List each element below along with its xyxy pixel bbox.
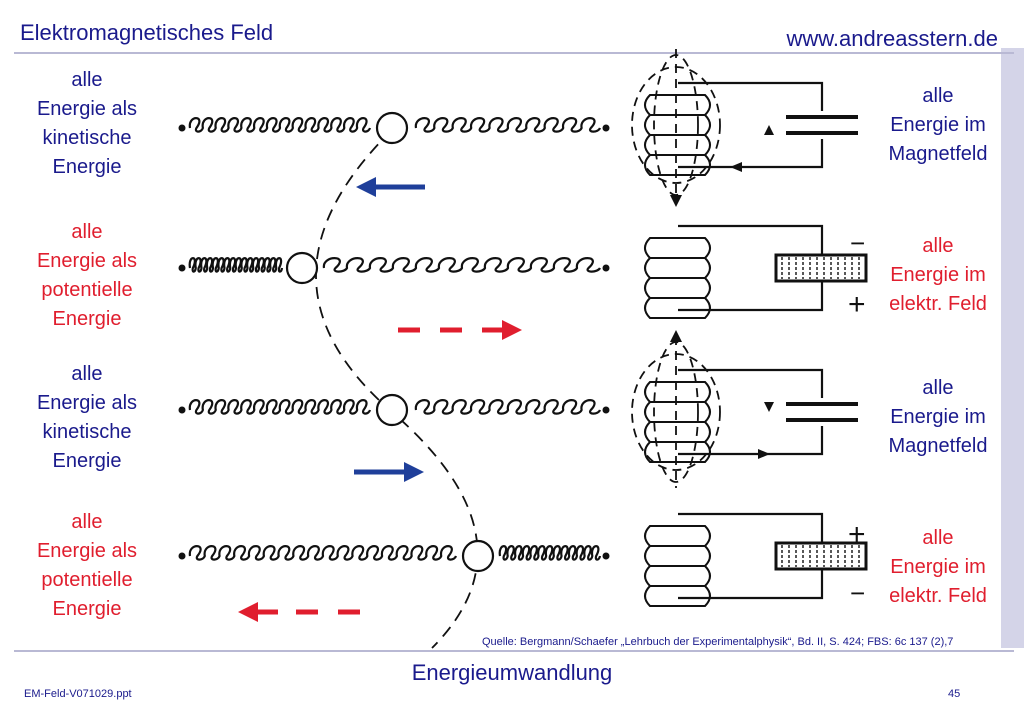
current-arrowhead bbox=[758, 449, 770, 459]
footer-divider bbox=[14, 650, 1014, 652]
coil-loop bbox=[644, 525, 711, 547]
lc-circuit-1 bbox=[631, 49, 858, 207]
current-arrowhead bbox=[764, 402, 774, 412]
lc-circuits bbox=[631, 49, 868, 607]
coil-loop bbox=[644, 237, 711, 259]
spring-row-2 bbox=[178, 251, 610, 285]
lc-circuit-3 bbox=[631, 330, 858, 488]
circuit-wire bbox=[678, 81, 824, 169]
coil-loop bbox=[644, 585, 711, 607]
minus-sign-1: − bbox=[850, 228, 866, 258]
page-number: 45 bbox=[948, 688, 961, 700]
spring-right bbox=[414, 117, 602, 133]
arrow-right-red-dashed bbox=[398, 320, 522, 340]
lc-circuit-2 bbox=[644, 224, 868, 319]
coil-loop bbox=[644, 297, 711, 319]
spring-row-1 bbox=[178, 111, 610, 145]
mass-ball bbox=[461, 539, 495, 573]
spring-anchor-right bbox=[602, 406, 610, 414]
spring-anchor-left bbox=[178, 124, 186, 132]
coil-loop bbox=[644, 257, 711, 279]
slide-title: Elektromagnetisches Feld bbox=[20, 20, 274, 45]
spring-anchor-left bbox=[178, 552, 186, 560]
arrow-left-red-dashed bbox=[238, 602, 360, 622]
plus-sign-1: + bbox=[848, 288, 866, 321]
spring-left bbox=[188, 545, 458, 561]
spring-anchor-right bbox=[602, 264, 610, 272]
spring-row-4 bbox=[178, 539, 610, 573]
spring-anchor-right bbox=[602, 552, 610, 560]
current-arrowhead bbox=[764, 125, 774, 135]
mass-ball bbox=[375, 111, 409, 145]
arrow-left-blue bbox=[356, 177, 425, 197]
coil-loop bbox=[644, 277, 711, 299]
spring-anchor-right bbox=[602, 124, 610, 132]
spring-left bbox=[188, 399, 372, 415]
site-url[interactable]: www.andreasstern.de bbox=[786, 26, 998, 51]
spring-anchor-left bbox=[178, 406, 186, 414]
field-arrowhead bbox=[670, 330, 682, 342]
spring-left bbox=[188, 117, 372, 133]
footer-filename: EM-Feld-V071029.ppt bbox=[24, 688, 132, 700]
arrow-right-blue bbox=[354, 462, 424, 482]
capacitor-plates bbox=[774, 541, 868, 571]
capacitor-plates bbox=[774, 253, 868, 283]
spring-anchor-left bbox=[178, 264, 186, 272]
footer-title: Energieumwandlung bbox=[411, 660, 613, 685]
current-arrowhead bbox=[730, 162, 742, 172]
circuit-wire bbox=[678, 512, 824, 600]
field-arrowhead bbox=[670, 195, 682, 207]
spring-left bbox=[188, 257, 284, 273]
lc-circuit-4 bbox=[644, 512, 868, 607]
spring-right bbox=[414, 399, 602, 415]
spring-row-3 bbox=[178, 393, 610, 427]
header-divider bbox=[14, 52, 1014, 54]
sidebar-band bbox=[1001, 48, 1024, 648]
source-citation: Quelle: Bergmann/Schaefer „Lehrbuch der … bbox=[482, 636, 954, 648]
circuit-wire bbox=[678, 368, 824, 456]
spring-right bbox=[322, 257, 601, 273]
coil-loop bbox=[644, 565, 711, 587]
coil-loop bbox=[644, 441, 711, 463]
minus-sign-2: − bbox=[850, 578, 866, 608]
mass-ball bbox=[285, 251, 319, 285]
spring-right bbox=[498, 544, 602, 561]
circuit-wire bbox=[678, 224, 824, 312]
spring-oscillators bbox=[178, 111, 610, 573]
trajectory-curve bbox=[315, 129, 479, 649]
coil-loop bbox=[644, 545, 711, 567]
coil-loop bbox=[644, 154, 711, 176]
mass-ball bbox=[375, 393, 409, 427]
plus-sign-2: + bbox=[848, 518, 866, 551]
